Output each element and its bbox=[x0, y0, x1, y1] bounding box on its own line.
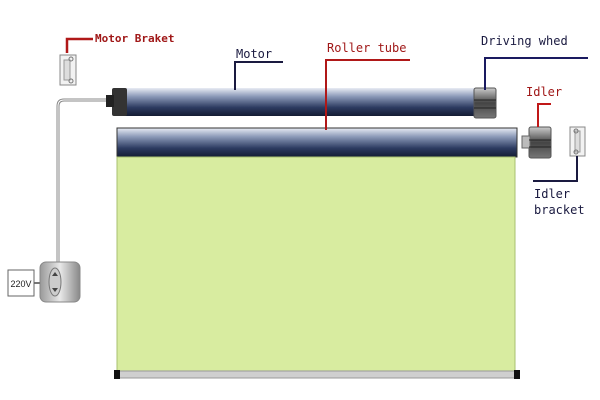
motor-bracket-label: Motor Braket bbox=[95, 32, 174, 45]
voltage-label: 220V bbox=[10, 279, 31, 289]
motor-head-icon bbox=[106, 88, 127, 116]
idler-bracket-leader bbox=[533, 156, 578, 182]
bottom-bar bbox=[114, 370, 520, 379]
idler-leader bbox=[537, 103, 551, 127]
motor-bracket-icon bbox=[59, 54, 77, 86]
motor-label: Motor bbox=[236, 47, 272, 61]
driving-wheel-leader bbox=[484, 57, 588, 90]
power-cable bbox=[56, 98, 108, 265]
blind-fabric bbox=[116, 156, 516, 372]
driving-wheel-icon bbox=[473, 87, 497, 119]
motor-tube bbox=[125, 88, 477, 116]
motor-leader bbox=[234, 61, 283, 90]
voltage-box bbox=[7, 269, 35, 297]
motor-bracket-leader bbox=[65, 37, 93, 53]
idler-icon bbox=[521, 126, 552, 159]
idler-bracket-label-1: Idler bbox=[534, 187, 570, 201]
wall-switch-icon bbox=[34, 261, 81, 303]
driving-wheel-label: Driving whed bbox=[481, 34, 568, 48]
idler-bracket-icon bbox=[569, 126, 586, 157]
idler-bracket-label-2: bracket bbox=[534, 203, 585, 217]
roller-tube bbox=[116, 127, 518, 158]
idler-label: Idler bbox=[526, 85, 562, 99]
roller-tube-leader bbox=[325, 59, 410, 130]
roller-tube-label: Roller tube bbox=[327, 41, 406, 55]
